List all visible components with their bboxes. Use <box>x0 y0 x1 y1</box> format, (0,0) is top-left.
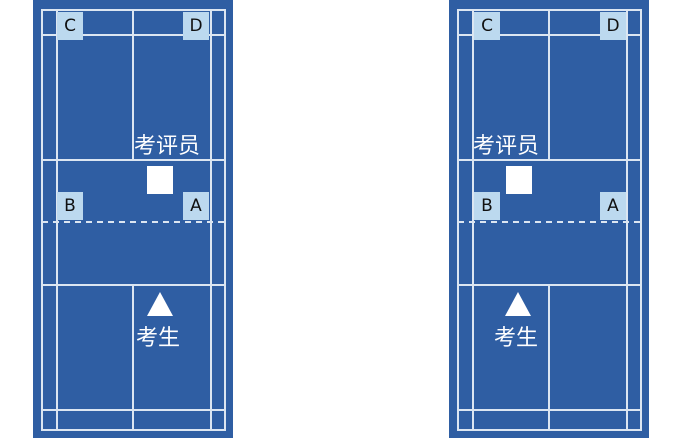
position-b: B <box>474 192 500 220</box>
position-a: A <box>183 192 209 220</box>
position-d: D <box>600 12 626 40</box>
examiner-label: 考评员 <box>473 134 540 159</box>
court-lines <box>41 9 226 431</box>
examiner-marker-square <box>147 166 173 194</box>
examiner-label: 考评员 <box>134 134 201 159</box>
position-d: D <box>183 12 209 40</box>
candidate-triangle-icon <box>147 292 173 316</box>
position-a: A <box>600 192 626 220</box>
position-c: C <box>474 12 500 40</box>
position-b: B <box>57 192 83 220</box>
position-c: C <box>57 12 83 40</box>
badminton-court-2: C D B A 考评员 考生 <box>449 0 649 438</box>
badminton-court-1: C D B A 考评员 考生 <box>33 0 233 438</box>
candidate-label: 考生 <box>136 326 181 351</box>
candidate-label: 考生 <box>494 326 539 351</box>
candidate-triangle-icon <box>505 292 531 316</box>
examiner-marker-square <box>506 166 532 194</box>
